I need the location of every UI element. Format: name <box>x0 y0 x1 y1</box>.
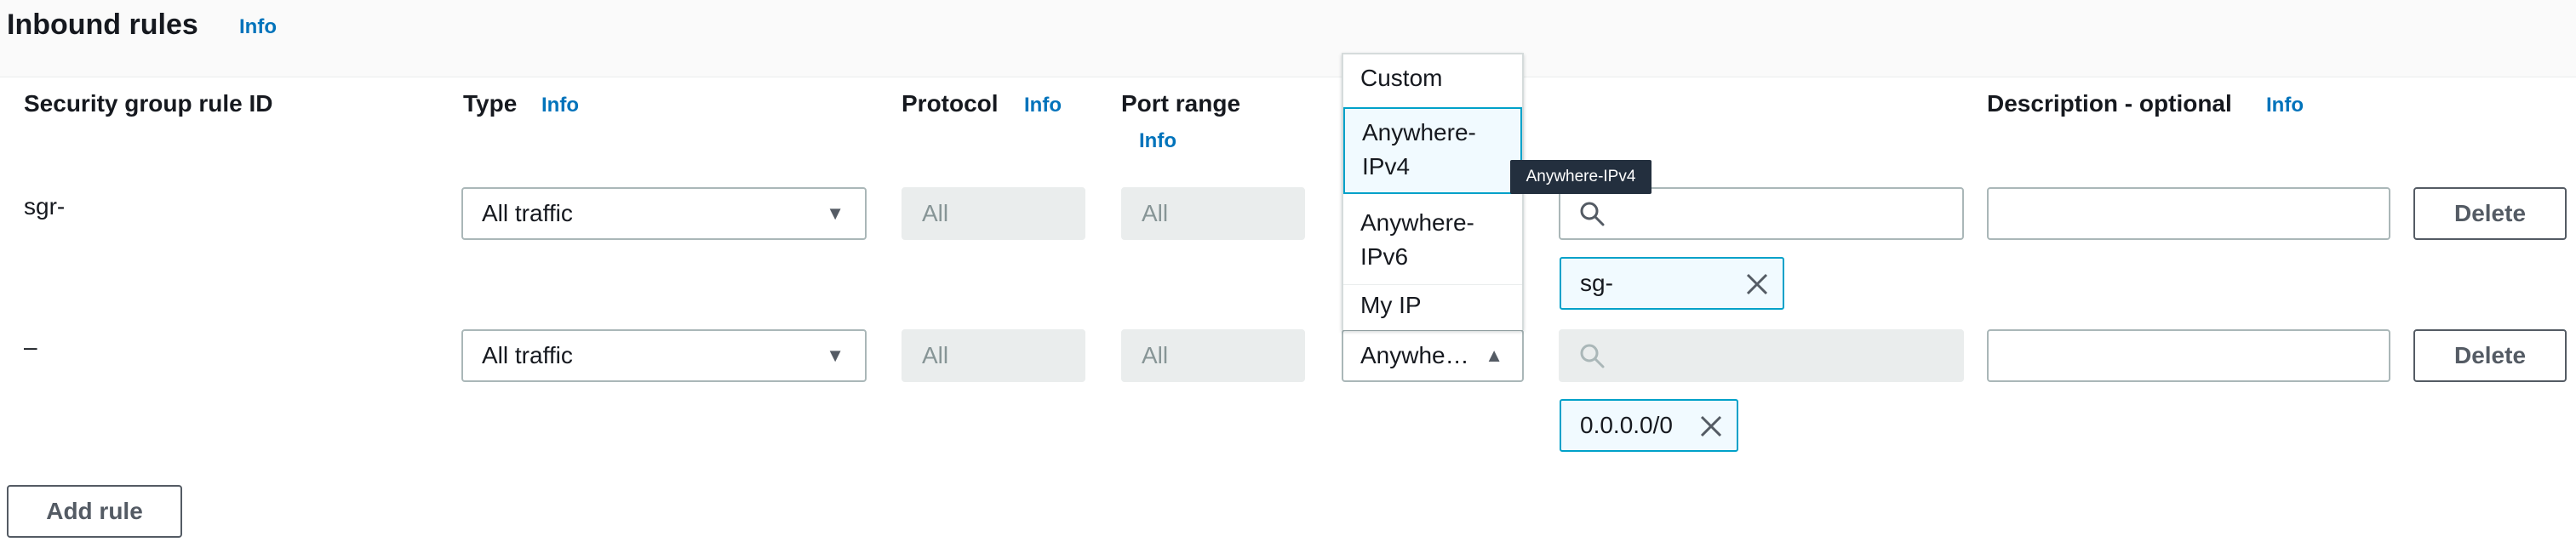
type-select-value: All traffic <box>482 200 573 226</box>
type-select[interactable]: All traffic ▼ <box>461 187 867 240</box>
type-info-link[interactable]: Info <box>541 94 579 117</box>
section-header <box>0 0 2576 77</box>
option-label-line: IPv4 <box>1362 153 1411 180</box>
rule-id-text: sgr- <box>24 193 66 220</box>
protocol-field: All <box>902 329 1085 382</box>
dropdown-option-my-ip[interactable]: My IP <box>1343 284 1522 322</box>
description-input[interactable] <box>1987 329 2390 382</box>
delete-button[interactable]: Delete <box>2413 187 2567 240</box>
column-header-type: Type <box>463 90 518 117</box>
column-header-protocol: Protocol <box>902 90 999 117</box>
dropdown-option-anywhere-ipv4[interactable]: Anywhere- IPv4 <box>1343 107 1522 194</box>
option-label-line: Anywhere- <box>1360 209 1474 236</box>
port-range-field: All <box>1121 187 1305 240</box>
type-select-value: All traffic <box>482 342 573 368</box>
source-token: 0.0.0.0/0 <box>1560 399 1738 452</box>
port-range-info-link[interactable]: Info <box>1139 129 1176 152</box>
source-type-value: Anywhe… <box>1360 342 1469 368</box>
caret-down-icon: ▼ <box>826 345 844 366</box>
option-label-line: Anywhere- <box>1362 119 1476 145</box>
column-header-description: Description - optional <box>1987 90 2232 117</box>
source-type-select[interactable]: Anywhe… ▲ <box>1342 329 1524 382</box>
source-type-dropdown-menu: Custom Anywhere- IPv4 Anywhere- IPv6 My … <box>1342 53 1524 330</box>
search-icon <box>1580 202 1605 226</box>
close-icon[interactable] <box>1743 271 1771 298</box>
description-input[interactable] <box>1987 187 2390 240</box>
close-icon[interactable] <box>1697 413 1725 440</box>
protocol-info-link[interactable]: Info <box>1024 94 1062 117</box>
port-range-field: All <box>1121 329 1305 382</box>
add-rule-button[interactable]: Add rule <box>7 485 182 538</box>
dropdown-option-custom[interactable]: Custom <box>1343 61 1522 99</box>
source-search-input[interactable] <box>1559 187 1964 240</box>
option-label: Custom <box>1360 65 1443 91</box>
protocol-field: All <box>902 187 1085 240</box>
description-info-link[interactable]: Info <box>2266 94 2304 117</box>
caret-up-icon: ▲ <box>1485 345 1503 366</box>
source-search-input-disabled <box>1559 329 1964 382</box>
caret-down-icon: ▼ <box>826 203 844 224</box>
section-info-link[interactable]: Info <box>239 15 277 38</box>
option-label-line: IPv6 <box>1360 243 1409 270</box>
option-label: My IP <box>1360 292 1422 318</box>
source-token: sg- <box>1560 257 1784 310</box>
source-token-label: 0.0.0.0/0 <box>1580 412 1673 438</box>
delete-button[interactable]: Delete <box>2413 329 2567 382</box>
dropdown-option-anywhere-ipv6[interactable]: Anywhere- IPv6 <box>1343 201 1522 286</box>
column-header-rule-id: Security group rule ID <box>24 90 273 117</box>
column-header-port-range: Port range <box>1121 90 1241 117</box>
option-tooltip: Anywhere-IPv4 <box>1510 160 1652 194</box>
type-select[interactable]: All traffic ▼ <box>461 329 867 382</box>
search-icon <box>1580 344 1605 368</box>
source-token-label: sg- <box>1580 270 1613 296</box>
section-title: Inbound rules <box>7 9 198 41</box>
rule-id-text: – <box>24 334 37 360</box>
